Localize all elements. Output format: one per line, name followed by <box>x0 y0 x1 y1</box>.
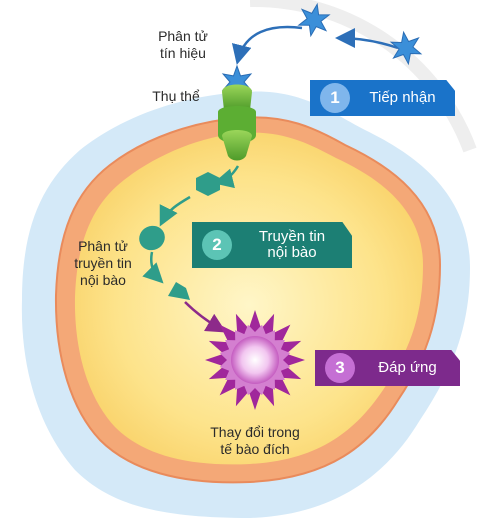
relay-line-1: Phân tử <box>78 238 128 254</box>
change-line-2: tế bào đích <box>220 441 290 457</box>
signal-molecule-1 <box>297 2 331 38</box>
response-center <box>231 336 279 384</box>
relay-line-2: truyền tin <box>74 255 132 271</box>
relay-line-3: nội bào <box>80 272 126 288</box>
receptor-label: Thụ thể <box>136 88 216 105</box>
receptor-label-text: Thụ thể <box>152 88 200 104</box>
relay-molecule-2 <box>139 225 165 251</box>
step-3-number: 3 <box>325 353 355 383</box>
signal-binding-arrow <box>231 25 303 65</box>
step-1-label: Tiếp nhận <box>369 89 436 106</box>
step-2-label-line-1: Truyền tin <box>258 228 326 245</box>
receptor-protein <box>218 84 256 161</box>
signal-molecule-label: Phân tử tín hiệu <box>138 28 228 62</box>
relay-molecule-3 <box>168 282 190 300</box>
relay-arrow-3 <box>142 251 164 284</box>
step-2-label-line-2: nội bào <box>267 244 317 261</box>
signal-molecule-line-2: tín hiệu <box>160 45 206 61</box>
step-2-number: 2 <box>202 230 232 260</box>
relay-molecule-1 <box>196 172 220 196</box>
relay-arrow-2 <box>159 195 191 227</box>
relay-molecule-label: Phân tử truyền tin nội bào <box>58 238 148 289</box>
signal-molecule-line-1: Phân tử <box>158 28 208 44</box>
step-2-banner: 2 Truyền tin nội bào <box>192 222 352 268</box>
step-1-banner: 1 Tiếp nhận <box>310 80 455 116</box>
step-2-label: Truyền tin nội bào <box>232 229 352 261</box>
step-3-label: Đáp ứng <box>378 359 437 376</box>
step-3-banner: 3 Đáp ứng <box>315 350 460 386</box>
signal-molecule-2 <box>389 30 423 66</box>
step-1-number: 1 <box>320 83 350 113</box>
change-label: Thay đổi trong tế bào đích <box>185 424 325 458</box>
change-line-1: Thay đổi trong <box>210 424 300 440</box>
response-arrow <box>184 301 227 333</box>
signal-approach-arrow <box>335 28 399 50</box>
